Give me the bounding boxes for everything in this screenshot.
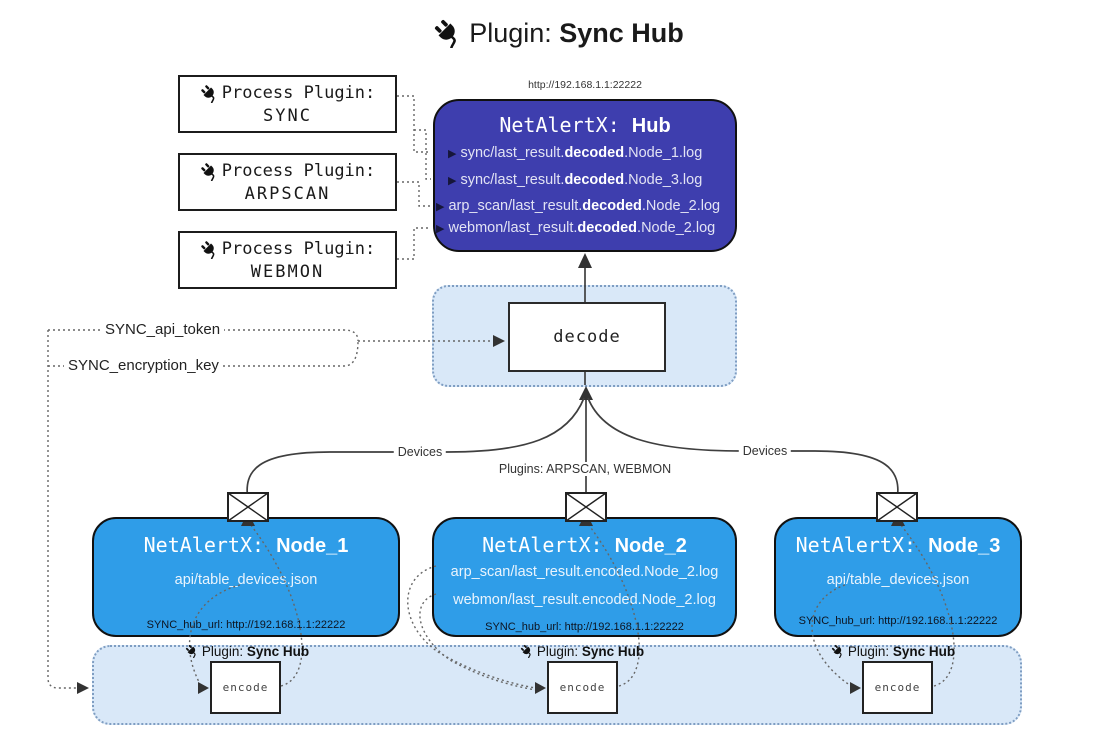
- hub-box: NetAlertX: Hub ▶sync/last_result.decoded…: [433, 99, 737, 252]
- decode-box: decode: [508, 302, 666, 372]
- plug-icon: [433, 18, 463, 48]
- node-1-box: NetAlertX: Node_1 api/table_devices.json…: [92, 517, 400, 637]
- encode-label: encode: [559, 681, 606, 694]
- encode-label: encode: [874, 681, 921, 694]
- plug-icon: [200, 162, 219, 181]
- hub-log-line: ▶webmon/last_result.decoded.Node_2.log: [436, 220, 716, 236]
- hub-log-line: ▶arp_scan/last_result.decoded.Node_2.log: [436, 198, 721, 214]
- process-plugin-name: SYNC: [263, 106, 312, 126]
- page-title-prefix: Plugin:: [469, 18, 560, 48]
- node-title: NetAlertX: Node_3: [795, 533, 1001, 557]
- plug-icon: [200, 240, 219, 259]
- node-hub-url: SYNC_hub_url: http://192.168.1.1:22222: [146, 619, 346, 631]
- encode-box: encode: [547, 661, 618, 714]
- hub-title: NetAlertX: Hub: [435, 113, 735, 138]
- process-plugin-box-sync: Process Plugin: SYNC: [178, 75, 397, 133]
- encode-box: encode: [862, 661, 933, 714]
- process-plugin-label: Process Plugin:: [221, 239, 376, 259]
- node-file-line: api/table_devices.json: [826, 572, 970, 588]
- triangle-marker-icon: ▶: [436, 223, 445, 235]
- process-plugin-box-webmon: Process Plugin: WEBMON: [178, 231, 397, 289]
- hub-log-line: ▶sync/last_result.decoded.Node_1.log: [448, 145, 703, 161]
- plug-icon: [200, 84, 219, 103]
- triangle-marker-icon: ▶: [448, 148, 457, 160]
- node-hub-url: SYNC_hub_url: http://192.168.1.1:22222: [485, 621, 684, 633]
- process-plugin-label: Process Plugin:: [221, 83, 376, 103]
- hub-title-name: Hub: [631, 115, 671, 137]
- node-file-line: arp_scan/last_result.encoded.Node_2.log: [450, 564, 719, 580]
- decode-container: decode: [432, 285, 737, 387]
- triangle-marker-icon: ▶: [448, 175, 457, 187]
- node-file-line: webmon/last_result.encoded.Node_2.log: [453, 592, 716, 608]
- process-plugin-name: ARPSCAN: [244, 184, 331, 204]
- node-file-line: api/table_devices.json: [174, 572, 318, 588]
- node-3-box: NetAlertX: Node_3 api/table_devices.json…: [774, 517, 1022, 637]
- hub-log-line: ▶sync/last_result.decoded.Node_3.log: [448, 172, 703, 188]
- decode-label: decode: [553, 327, 621, 347]
- triangle-marker-icon: ▶: [436, 201, 445, 213]
- process-plugin-box-arpscan: Process Plugin: ARPSCAN: [178, 153, 397, 211]
- node-title: NetAlertX: Node_2: [482, 533, 687, 557]
- hub-title-prefix: NetAlertX:: [499, 113, 632, 137]
- process-plugin-label: Process Plugin:: [221, 161, 376, 181]
- encode-box: encode: [210, 661, 281, 714]
- node-title: NetAlertX: Node_1: [143, 533, 349, 557]
- process-plugin-name: WEBMON: [250, 262, 325, 282]
- page-title-name: Sync Hub: [559, 18, 684, 48]
- node-hub-url: SYNC_hub_url: http://192.168.1.1:22222: [798, 615, 998, 627]
- node-2-box: NetAlertX: Node_2 arp_scan/last_result.e…: [432, 517, 737, 637]
- encode-label: encode: [222, 681, 269, 694]
- page-title: Plugin: Sync Hub: [0, 18, 1117, 49]
